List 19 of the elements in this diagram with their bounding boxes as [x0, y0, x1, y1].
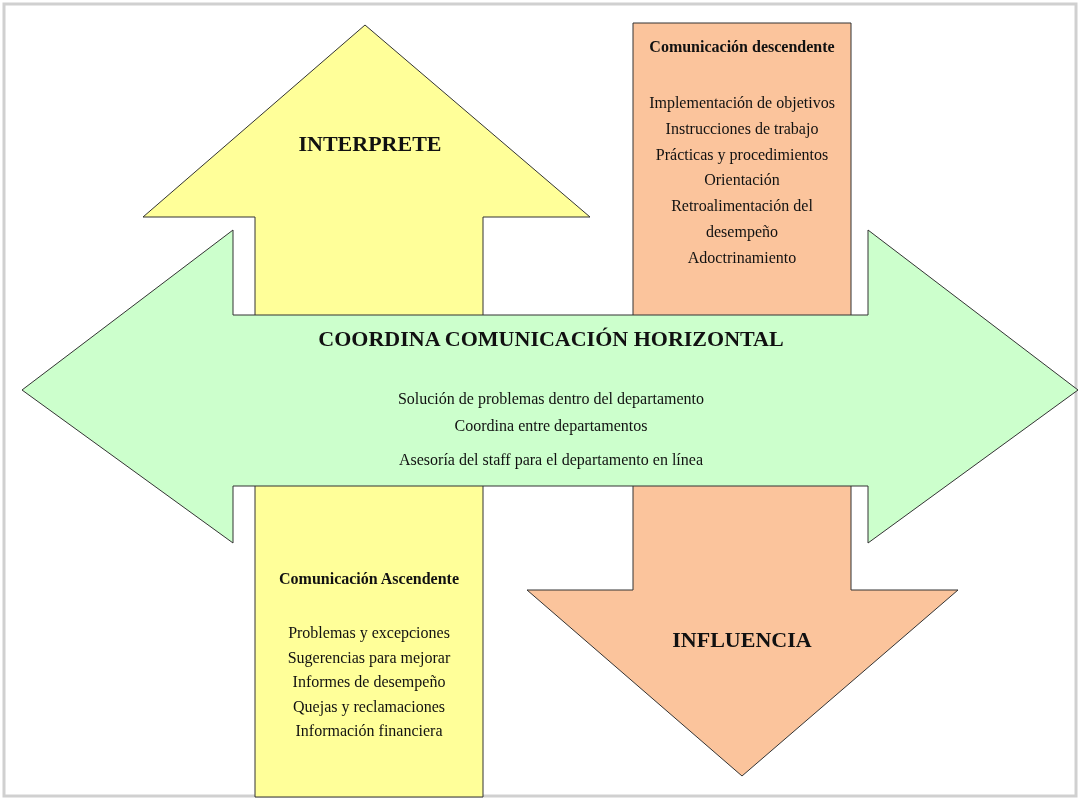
list-item: Prácticas y procedimientos — [654, 145, 830, 166]
heading: Comunicación Ascendente — [278, 569, 460, 589]
heading: INTERPRETE — [297, 130, 443, 158]
list-item: Adoctrinamiento — [686, 248, 798, 268]
list-item: Quejas y reclamaciones — [292, 696, 446, 717]
list-item: Orientación — [703, 170, 781, 190]
list-item: Retroalimentación del desempeño — [670, 196, 814, 243]
list-item: Implementación de objetivos — [648, 93, 836, 114]
list-item: Instrucciones de trabajo — [664, 119, 820, 140]
list-item: Sugerencias para mejorar — [286, 647, 452, 668]
list-item: Asesoría del staff para el departamento en línea — [398, 450, 704, 470]
list-item: Solución de problemas dentro del departamento — [396, 389, 706, 409]
list-item: Coordina entre departamentos — [453, 416, 649, 436]
list-item: Informes de desempeño — [291, 672, 447, 692]
heading: COORDINA COMUNICACIÓN HORIZONTAL — [317, 325, 785, 353]
list-item: Información financiera — [294, 721, 444, 741]
heading: Comunicación descendente — [648, 37, 836, 57]
list-item: Problemas y excepciones — [287, 623, 451, 643]
heading: INFLUENCIA — [671, 626, 813, 654]
